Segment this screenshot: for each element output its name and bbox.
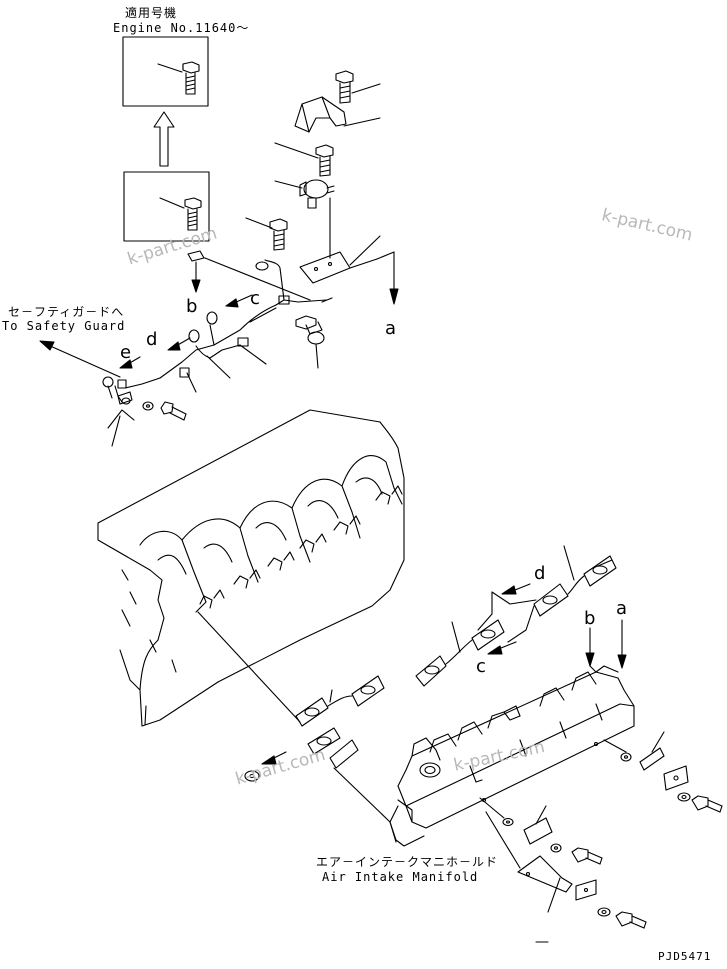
clip-part xyxy=(187,250,205,262)
washer-bolt-left xyxy=(142,401,187,421)
air-intake-manifold xyxy=(389,619,635,847)
engine-block xyxy=(97,409,405,727)
leader-line xyxy=(111,415,121,447)
lower-parts xyxy=(479,797,647,943)
safety-guard-jp: セ－フティガ－ドへ xyxy=(8,305,125,319)
safety-guard-arrow-line xyxy=(47,344,121,378)
bolt-left xyxy=(245,217,288,251)
callout-c-top: c xyxy=(250,288,260,309)
upgrade-arrow-icon xyxy=(153,111,175,167)
right-parts xyxy=(603,731,723,813)
engine-no-label: Engine No.11640～ xyxy=(113,21,250,35)
bolt-upper-right xyxy=(335,70,381,104)
nut-lower-left xyxy=(244,770,260,782)
manifold-leader xyxy=(389,821,397,843)
safety-guard-en: To Safety Guard xyxy=(2,319,126,333)
applicable-jp-label: 適用号機 xyxy=(125,6,178,20)
safety-guard-arrow-head xyxy=(39,340,55,351)
callout-d-top: d xyxy=(146,329,158,350)
callout-b-bottom: b xyxy=(584,608,596,629)
callout-a-bottom: a xyxy=(616,598,628,619)
bolt-right-harness xyxy=(295,297,333,369)
callout-a-top: a xyxy=(385,318,397,339)
callout-b-top: b xyxy=(186,296,198,317)
figure-code: PJD5471 xyxy=(658,950,712,963)
wire-harness-upper xyxy=(102,257,327,405)
callout-d-bottom: d xyxy=(534,563,546,584)
bolt-icon-new xyxy=(157,61,200,95)
bolt-icon-old xyxy=(159,197,202,231)
heater-element-lower xyxy=(261,675,391,823)
callout-zigzag xyxy=(477,583,537,655)
mounting-plate xyxy=(299,197,399,305)
arrow-b-head xyxy=(191,279,201,293)
inset-box-old xyxy=(123,171,210,242)
manifold-jp-label: エア－インテ－クマニホ－ルド xyxy=(316,855,499,869)
manifold-en-label: Air Intake Manifold xyxy=(322,870,479,884)
callout-c-bottom: c xyxy=(476,656,486,677)
callout-e-top: e xyxy=(120,342,132,363)
bracket-leader xyxy=(107,409,135,429)
sensor-part xyxy=(274,179,335,209)
heater-element-upper xyxy=(415,545,617,687)
bracket-cover xyxy=(294,96,381,133)
bolt-middle xyxy=(274,142,334,177)
inset-box-new xyxy=(122,36,209,107)
engine-leader xyxy=(197,611,301,723)
